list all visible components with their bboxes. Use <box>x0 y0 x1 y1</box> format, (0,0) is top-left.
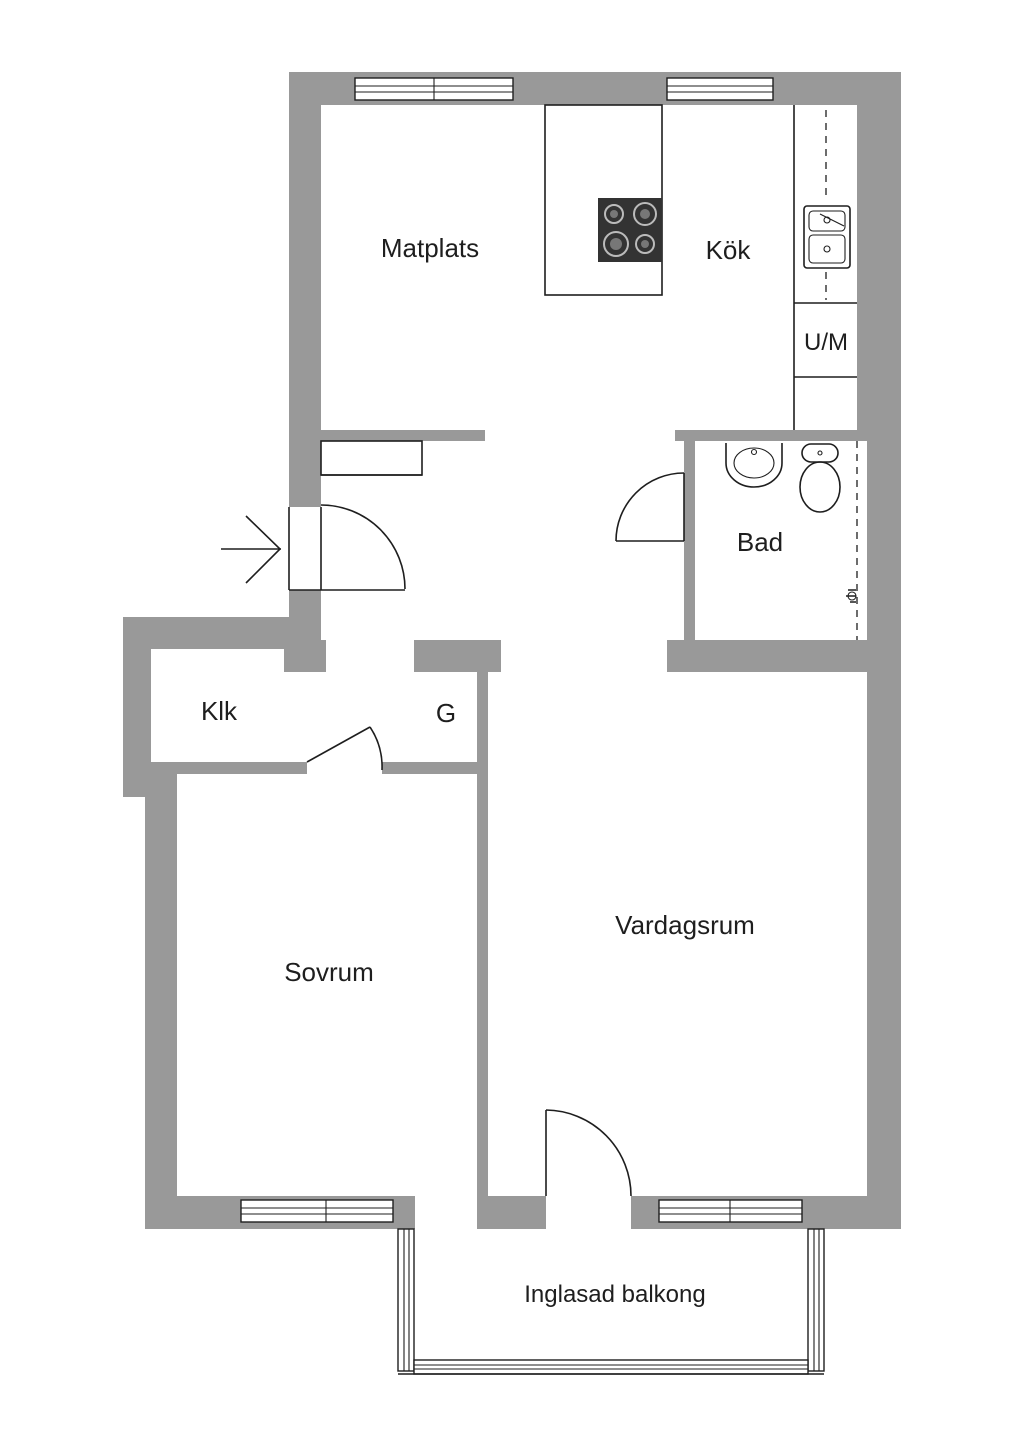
label-bad: Bad <box>737 527 783 557</box>
entrance-arrow-icon <box>221 515 282 584</box>
washbasin-icon <box>725 443 783 488</box>
windows <box>240 77 803 1223</box>
label-kok: Kök <box>706 235 752 265</box>
balcony-glazing <box>397 1228 825 1375</box>
label-sovrum: Sovrum <box>284 957 374 987</box>
label-g: G <box>436 698 456 728</box>
balcony-door <box>545 1109 632 1197</box>
label-balkong: Inglasad balkong <box>524 1281 705 1308</box>
bathroom-door <box>615 472 685 542</box>
shower-icon <box>846 589 857 603</box>
doors <box>288 440 685 1197</box>
sink-icon <box>803 205 851 269</box>
stove-icon <box>598 198 662 262</box>
closet-door <box>306 726 383 771</box>
kitchen-fixtures <box>544 104 857 430</box>
label-klk: Klk <box>201 696 238 726</box>
bathroom-fixtures <box>725 441 858 640</box>
walls <box>123 72 901 1229</box>
label-matplats: Matplats <box>381 233 479 263</box>
label-um: U/M <box>804 329 848 356</box>
label-vardagsrum: Vardagsrum <box>615 910 755 940</box>
room-labels: Matplats Kök U/M Bad Klk G Vardagsrum So… <box>201 233 848 1308</box>
entrance-door <box>288 504 406 591</box>
toilet-icon <box>799 443 841 513</box>
